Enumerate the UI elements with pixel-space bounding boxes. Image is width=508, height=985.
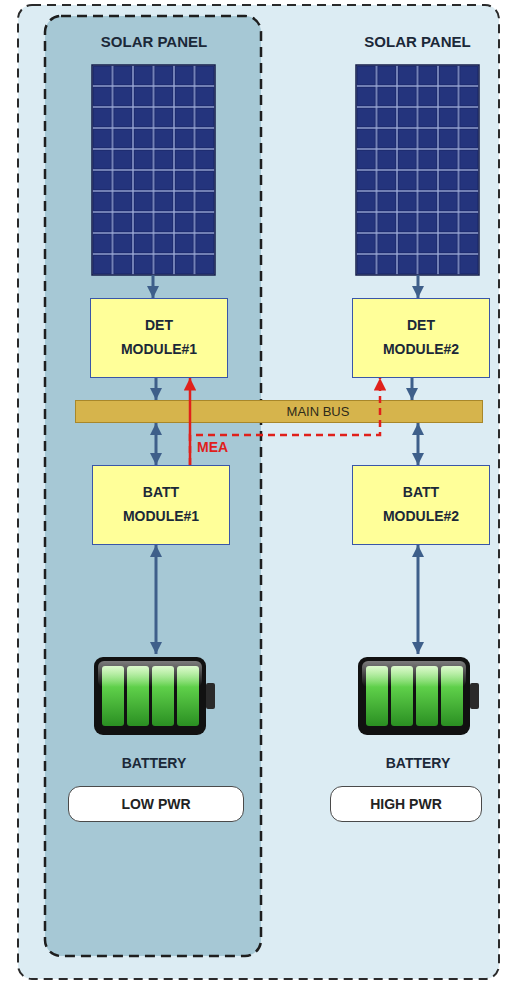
power-arrow [417, 275, 420, 298]
power-arrow [152, 275, 155, 298]
node-label: BATTERY [122, 754, 187, 772]
node-label: BATTERY [386, 754, 451, 772]
node-label: BATT MODULE#1 [114, 481, 208, 529]
battery-icon [94, 657, 215, 735]
node-label: DET MODULE#2 [374, 314, 468, 362]
power-arrow [155, 545, 158, 654]
low-power-region [45, 16, 261, 956]
group-label: LOW PWR [68, 786, 244, 822]
node-label: MAIN BUS [287, 404, 350, 420]
battery: BATTERY [88, 654, 220, 772]
solar-panel-image [356, 65, 479, 275]
system-boundary [18, 5, 499, 979]
control-arrow [190, 378, 380, 465]
node-label: HIGH PWR [370, 795, 442, 813]
batt-module: BATT MODULE#1 [92, 465, 230, 545]
main-bus: MAIN BUS [75, 400, 483, 423]
node-label: SOLAR PANEL [101, 32, 207, 52]
power-arrow [155, 378, 158, 400]
node-label: BATT MODULE#2 [374, 481, 468, 529]
power-arrow [155, 423, 158, 465]
power-arrow [417, 423, 420, 465]
solar-panel-image [92, 65, 215, 275]
batt-module: BATT MODULE#2 [352, 465, 490, 545]
battery: BATTERY [352, 654, 484, 772]
solar-panel: SOLAR PANEL [88, 32, 220, 275]
solar-panel: SOLAR PANEL [351, 32, 484, 275]
edge-label: MEA [197, 439, 228, 455]
power-arrow [417, 545, 420, 654]
det-module: DET MODULE#1 [90, 298, 228, 378]
power-arrow [411, 378, 414, 400]
node-label: DET MODULE#1 [112, 314, 206, 362]
node-label: SOLAR PANEL [364, 32, 470, 52]
group-label: HIGH PWR [330, 786, 482, 822]
battery-icon [358, 657, 479, 735]
det-module: DET MODULE#2 [352, 298, 490, 378]
node-label: LOW PWR [121, 795, 190, 813]
